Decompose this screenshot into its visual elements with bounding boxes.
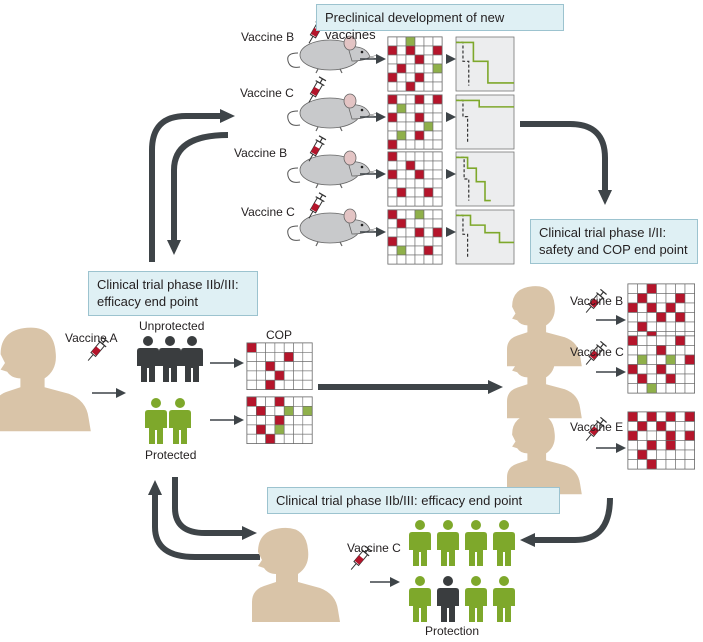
- protection-person-bottom-4-icon: [493, 576, 515, 622]
- right-person-1-label: Vaccine B: [570, 294, 624, 308]
- mouse-4: [287, 208, 379, 247]
- mouse-2-vaccine-label: Vaccine C: [240, 86, 294, 100]
- protected-person-1-icon: [145, 398, 167, 444]
- arrow-bottom-to-left: [148, 480, 260, 560]
- mouse-2-survival-curve: [455, 94, 515, 150]
- protection-person-bottom-1-icon: [409, 576, 431, 622]
- small-arrows: [92, 54, 626, 587]
- right-person-2-silhouette: [507, 338, 582, 419]
- preclinical-title: Preclinical development of new vaccines: [325, 10, 505, 42]
- syringe-mouse-4-icon: [308, 192, 327, 219]
- protected-cop-grid: [246, 396, 313, 444]
- cop-label: COP: [266, 328, 293, 342]
- phase2b3-left-title-line1: Clinical trial phase IIb/III:: [97, 277, 239, 292]
- protection-person-top-4-icon: [493, 520, 515, 566]
- bottom-person-silhouette: [252, 527, 340, 622]
- protected-person-2-icon: [169, 398, 191, 444]
- phase2b3-bottom-title-box: Clinical trial phase IIb/III: efficacy e…: [267, 487, 560, 514]
- right-person-1-cop-grid: [627, 283, 695, 342]
- right-person-2-label: Vaccine C: [570, 345, 624, 359]
- flow-arrows: [148, 109, 613, 560]
- bottom-vaccine-label: Vaccine C: [347, 541, 401, 555]
- cop-grids: [246, 36, 695, 470]
- left-person-silhouette: [0, 327, 91, 432]
- unprotected-person-2-icon: [159, 336, 181, 382]
- mouse-3: [287, 150, 379, 189]
- syringe-mouse-2-icon: [308, 76, 327, 103]
- arrow-to-phase12: [520, 121, 612, 205]
- right-person-3-cop-grid: [627, 411, 695, 470]
- protection-person-bottom-3-icon: [465, 576, 487, 622]
- mouse-2: [287, 93, 379, 132]
- mouse-4-vaccine-label: Vaccine C: [241, 205, 295, 219]
- mouse-3-vaccine-label: Vaccine B: [234, 146, 288, 160]
- syringe-left-icon: [87, 336, 109, 361]
- mouse-1-cop-grid: [387, 36, 443, 92]
- arrow-from-preclinical: [167, 132, 229, 255]
- mouse-1: [287, 35, 379, 74]
- phase2b3-left-title-box: Clinical trial phase IIb/III: efficacy e…: [88, 271, 258, 316]
- syringe-right-1-icon: [585, 288, 607, 313]
- mouse-4-survival-curve: [455, 209, 515, 265]
- mouse-1-survival-curve: [455, 36, 515, 92]
- arrow-left-to-bottom: [172, 477, 257, 540]
- syringe-right-3-icon: [585, 416, 607, 441]
- mouse-2-cop-grid: [387, 94, 443, 150]
- unprotected-label: Unprotected: [139, 319, 205, 333]
- left-vaccine-label: Vaccine A: [65, 331, 118, 345]
- protection-person-top-1-icon: [409, 520, 431, 566]
- unprotected-cop-grid: [246, 342, 313, 390]
- right-person-2-cop-grid: [627, 335, 695, 394]
- protection-person-bottom-2-icon: [437, 576, 459, 622]
- phase12-title-line1: Clinical trial phase I/II:: [539, 225, 667, 240]
- syringe-right-2-icon: [585, 340, 607, 365]
- preclinical-title-box: Preclinical development of new vaccines: [316, 4, 564, 42]
- mouse-3-survival-curve: [455, 151, 515, 207]
- protected-label: Protected: [145, 448, 197, 462]
- syringe-mouse-3-icon: [308, 135, 327, 162]
- mouse-rows: [287, 17, 379, 247]
- arrow-to-bottom: [520, 497, 613, 547]
- phase12-title-line2: safety and COP end point: [539, 242, 688, 257]
- right-person-3-label: Vaccine E: [570, 420, 624, 434]
- protection-person-top-2-icon: [437, 520, 459, 566]
- mouse-3-cop-grid: [387, 151, 443, 207]
- unprotected-person-3-icon: [181, 336, 203, 382]
- mouse-4-cop-grid: [387, 209, 443, 265]
- arrow-to-preclinical: [149, 109, 235, 262]
- mouse-1-vaccine-label: Vaccine B: [241, 30, 295, 44]
- right-person-3-silhouette: [507, 414, 582, 495]
- phase12-title-box: Clinical trial phase I/II: safety and CO…: [530, 219, 698, 264]
- syringe-bottom-icon: [350, 545, 372, 570]
- human-figures: [0, 286, 607, 622]
- phase2b3-left-title-line2: efficacy end point: [97, 294, 198, 309]
- phase2b3-bottom-title: Clinical trial phase IIb/III: efficacy e…: [276, 493, 523, 508]
- protection-label: Protection: [425, 624, 480, 638]
- unprotected-person-1-icon: [137, 336, 159, 382]
- protection-person-top-3-icon: [465, 520, 487, 566]
